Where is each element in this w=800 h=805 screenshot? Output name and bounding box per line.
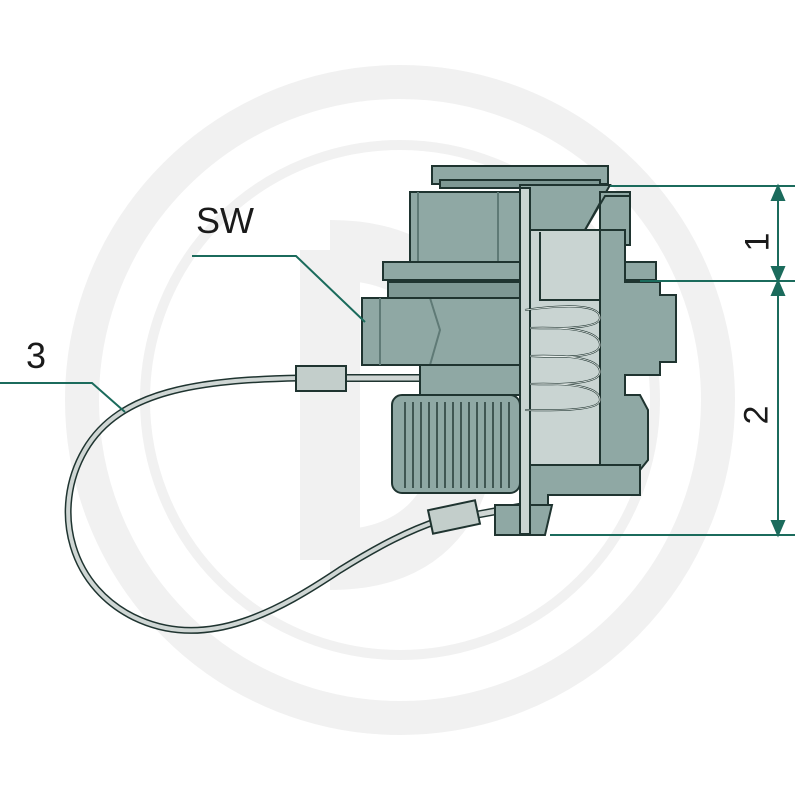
cable-ferrule-bottom	[426, 499, 482, 535]
connector-body	[361, 165, 677, 536]
cable-label: 3	[26, 335, 47, 376]
spring	[524, 305, 602, 412]
cable-ferrule-top	[295, 365, 347, 392]
dimension-1-label: 1	[738, 232, 777, 252]
dimension-2-label: 2	[737, 405, 776, 425]
leader-lines	[0, 255, 366, 413]
dimension-lines	[550, 183, 795, 538]
sw-leader	[192, 255, 366, 323]
wrench-size-label: SW	[196, 200, 254, 241]
cable-leader	[0, 382, 126, 413]
